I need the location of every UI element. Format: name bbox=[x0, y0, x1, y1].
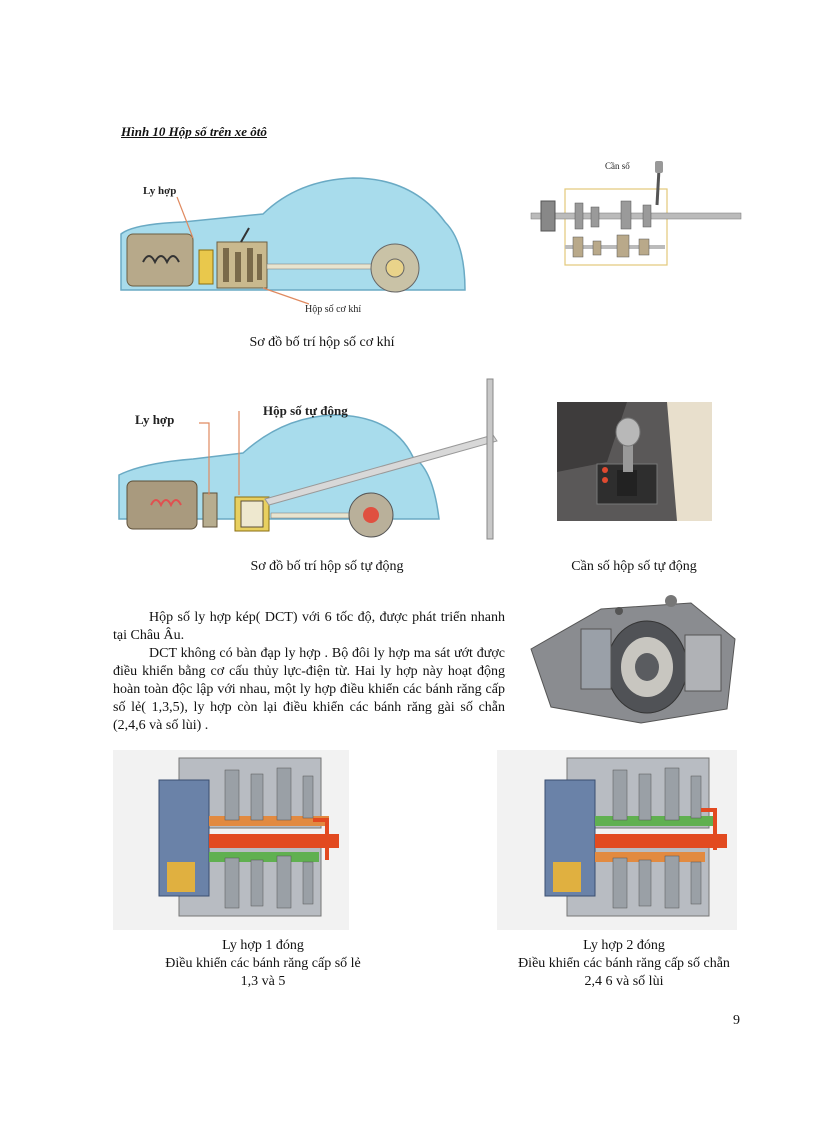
figure-heading: Hình 10 Hộp số trên xe ôtô bbox=[121, 124, 267, 139]
automatic-gearbox-diagram: Ly hợp Hộp số tự động bbox=[113, 377, 505, 542]
dct-clutch2-diagram bbox=[497, 750, 737, 930]
dct-right-caption-line2: Điều khiển các bánh răng cấp số chẵn bbox=[518, 956, 730, 971]
dct-left-caption: Ly hợp 1 đóng Điều khiển các bánh răng c… bbox=[128, 937, 398, 991]
dct-right-caption: Ly hợp 2 đóng Điều khiển các bánh răng c… bbox=[484, 937, 764, 991]
auto-lever-caption: Cần số hộp số tự động bbox=[571, 559, 697, 574]
manual-clutch-label: Ly hợp bbox=[143, 185, 176, 197]
paragraph-2: DCT không có bàn đạp ly hợp . Bộ đôi ly … bbox=[113, 646, 505, 733]
automatic-caption: Sơ đồ bố trí hộp số tự động bbox=[250, 559, 404, 574]
dct-clutch1-diagram bbox=[113, 750, 349, 930]
dct-left-caption-line3: 1,3 và 5 bbox=[240, 974, 286, 989]
automatic-gear-lever-photo bbox=[557, 402, 712, 521]
manual-gearbox-label: Hộp số cơ khí bbox=[305, 304, 361, 315]
dct-right-caption-line3: 2,4 6 và số lùi bbox=[584, 974, 664, 989]
dct-description: Hộp số ly hợp kép( DCT) với 6 tốc độ, đư… bbox=[113, 609, 505, 735]
dct-left-caption-line1: Ly hợp 1 đóng bbox=[222, 938, 304, 953]
gear-lever-detail-diagram: Cần số bbox=[521, 157, 749, 267]
dct-left-caption-line2: Điều khiển các bánh răng cấp số lẻ bbox=[165, 956, 361, 971]
manual-caption: Sơ đồ bố trí hộp số cơ khí bbox=[249, 335, 395, 350]
dct-cutaway-photo bbox=[521, 589, 739, 727]
page-number: 9 bbox=[733, 1013, 740, 1028]
manual-gearbox-diagram: Ly hợp Hộp số cơ khí bbox=[113, 172, 473, 320]
paragraph-1: Hộp số ly hợp kép( DCT) với 6 tốc độ, đư… bbox=[113, 610, 505, 643]
auto-clutch-label: Ly hợp bbox=[135, 412, 174, 427]
auto-gearbox-label: Hộp số tự động bbox=[263, 403, 348, 418]
gear-lever-label: Cần số bbox=[605, 161, 630, 171]
dct-right-caption-line1: Ly hợp 2 đóng bbox=[583, 938, 665, 953]
